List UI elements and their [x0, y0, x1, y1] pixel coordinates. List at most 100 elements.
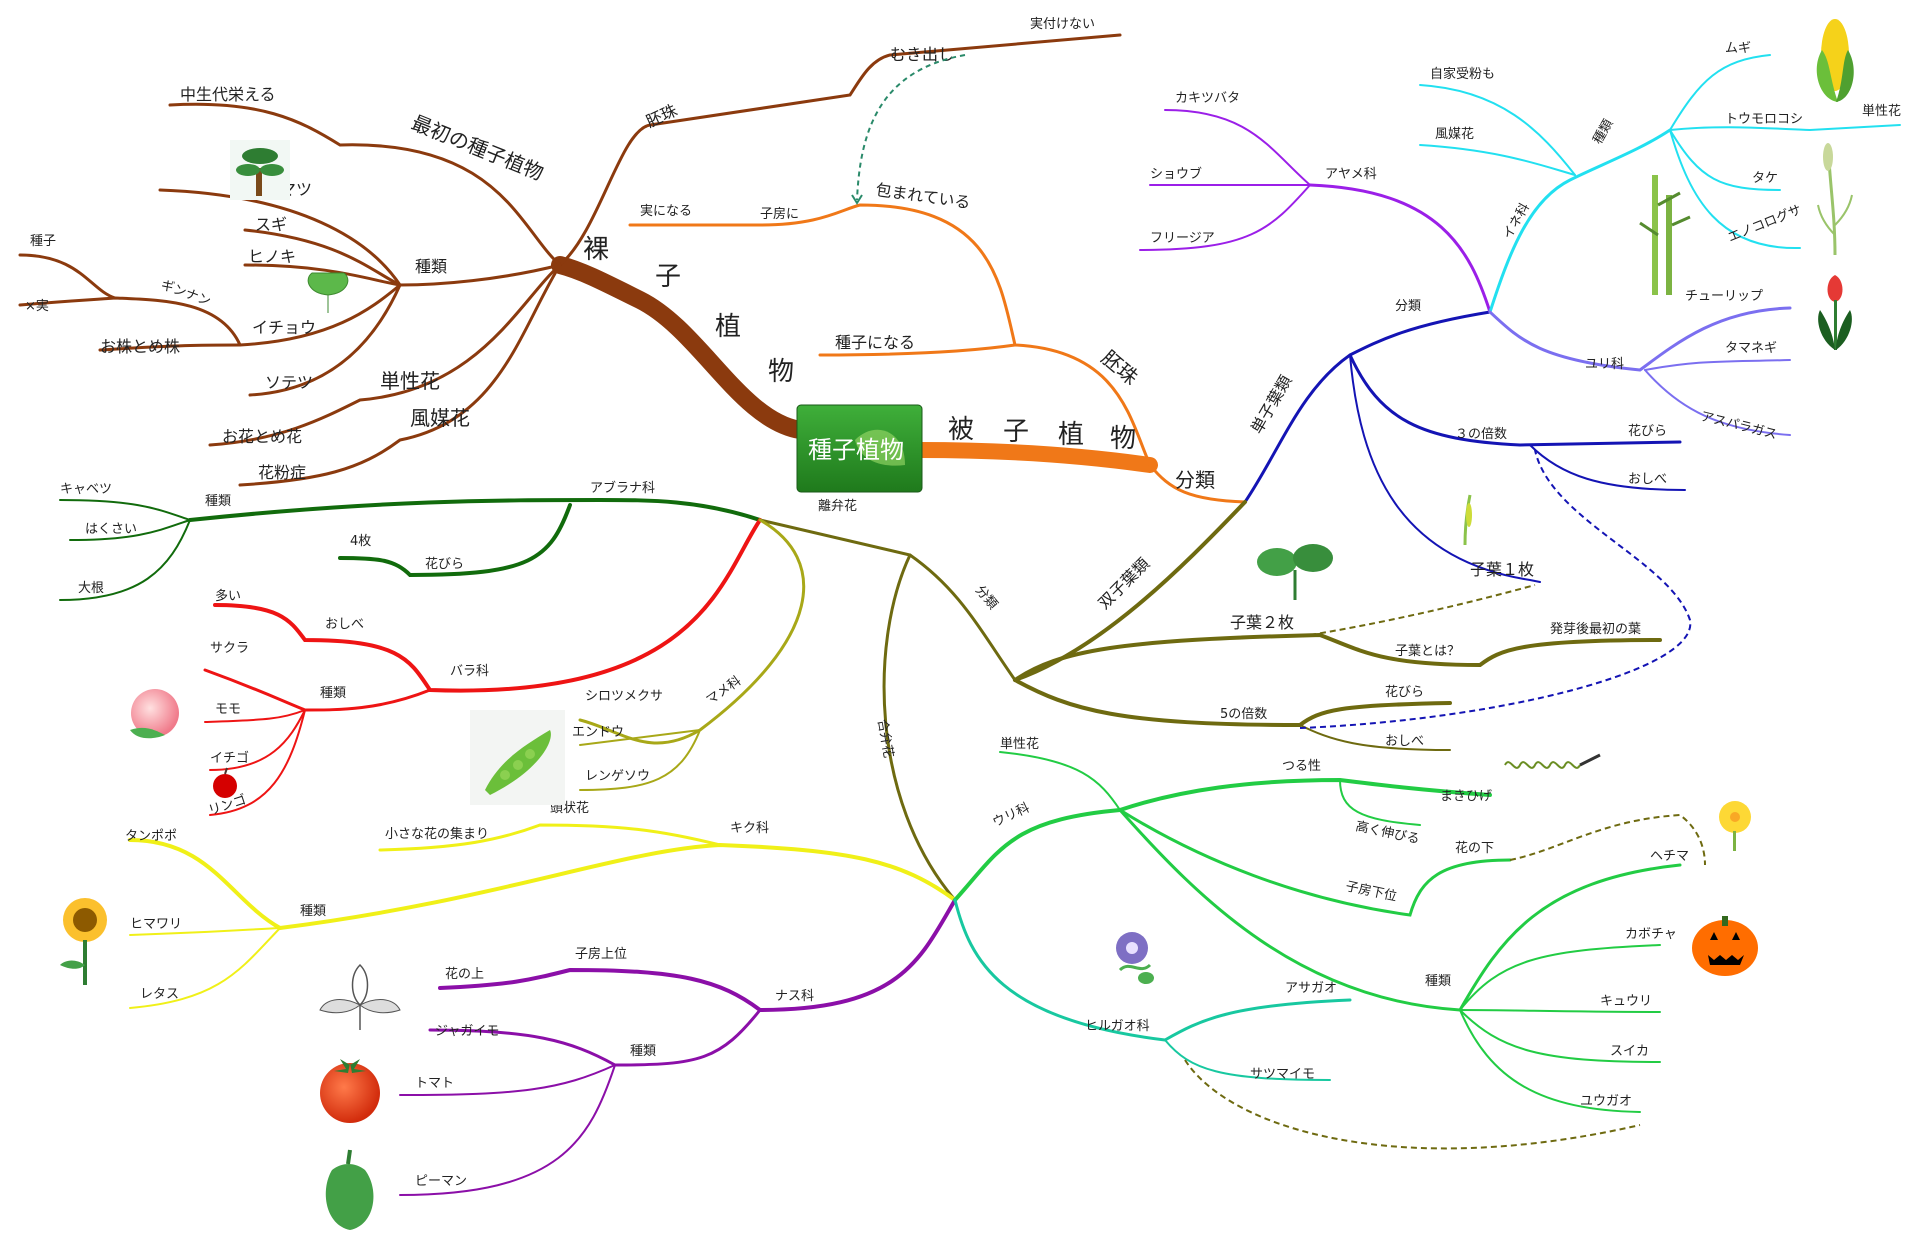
sympetalous-line	[882, 553, 957, 902]
dicot-label: 双子葉類	[1094, 554, 1153, 613]
iris-family-label: アヤメ科	[1325, 167, 1377, 182]
shoubu-label: ショウブ	[1150, 166, 1202, 182]
fabaceae-label: マメ科	[704, 674, 745, 709]
daikon-line	[59, 519, 191, 601]
pumpkin-line	[1459, 944, 1661, 1011]
convolvulaceae-line	[953, 898, 1352, 1042]
seed-label: 種子	[30, 233, 56, 249]
gymno-seed-line	[18, 253, 117, 300]
gymno-trunk	[551, 256, 809, 439]
lily-family-label: ユリ科	[1585, 357, 1624, 372]
cycad-label: ソテツ	[265, 373, 313, 392]
cypress-label: ヒノキ	[248, 247, 296, 266]
lily-family-branch: ユリ科 チューリップ タマネギ アスパラガス	[1488, 289, 1792, 443]
stamens3-label: おしべ	[1628, 472, 1667, 487]
angio-class-line	[1148, 463, 1247, 504]
first-leaf-label: 発芽後最初の葉	[1550, 622, 1641, 637]
lettuce-label: レタス	[140, 987, 179, 1002]
gymno-ginkgo-line	[18, 283, 402, 347]
gymno-sexes-line	[98, 343, 242, 352]
tulip-label: チューリップ	[1685, 289, 1763, 304]
cucumber-line	[1459, 1009, 1661, 1013]
onion-label: タマネギ	[1725, 341, 1777, 356]
multiple-three-line	[1348, 353, 1682, 447]
one-cotyledon-label: 子葉１枚	[1470, 560, 1534, 579]
angio-class-label: 分類	[1175, 468, 1215, 492]
center-node[interactable]: 種子植物	[796, 404, 923, 493]
brassica-petal-line	[338, 503, 572, 578]
two-cotyledon-line	[1013, 632, 1662, 682]
bamboo-line	[1669, 129, 1781, 191]
cabbage-line	[59, 499, 191, 521]
convolvulaceae-label: ヒルガオ科	[1085, 1019, 1150, 1034]
brassica-line	[188, 498, 762, 522]
potato-label: ジャガイモ	[435, 1024, 499, 1039]
polypetalous-branches: アブラナ科 種類 キャベツ はくさい 大根 花びら 4枚 バラ科 おしべ 多い …	[59, 480, 806, 819]
rosaceae-line	[213, 518, 762, 693]
foxtail-label: エノコログサ	[1726, 203, 1804, 246]
inferior-ovary-line	[1118, 808, 1512, 917]
corn-line	[1669, 124, 1901, 132]
petals3-label: 花びら	[1628, 423, 1667, 439]
tomato-label: トマト	[415, 1076, 454, 1091]
capitulum-line	[378, 823, 722, 852]
flower-diagram-icon	[319, 963, 401, 1030]
aster-types-label: 種類	[300, 903, 326, 919]
monocot-line	[1243, 310, 1492, 504]
stamens3-line	[1529, 444, 1686, 491]
dicot-line	[1013, 500, 1247, 682]
climbs-label: 高く伸びる	[1354, 818, 1421, 847]
freesia-label: フリージア	[1150, 231, 1215, 246]
grass-types-label: 種類	[1590, 116, 1617, 147]
gymno-first-line	[168, 102, 562, 267]
dandelion-label: タンポポ	[125, 829, 177, 844]
monocot-sprout-icon	[1463, 494, 1472, 546]
petals5-label: 花びら	[1385, 684, 1424, 700]
brassica-label: アブラナ科	[590, 480, 655, 496]
sympetalous-branches: 合弁花 キク科 頭状花 小さな花の集まり 種類 タンポポ ヒマワリ レタス ナス…	[125, 553, 1689, 1196]
foxtail-line	[1669, 129, 1801, 250]
morning-glory-label: アサガオ	[1285, 981, 1337, 996]
multiple-five-label: 5の倍数	[1220, 707, 1267, 722]
in-ovary-label: 子房に	[760, 206, 799, 222]
sweet-potato-line	[1164, 1039, 1331, 1081]
gymno-wind-line	[238, 263, 562, 487]
pea-line	[579, 729, 701, 746]
relation-below-loofah	[1509, 813, 1706, 866]
angio-title-2: 子	[1003, 417, 1029, 447]
brassica-petals-label: 花びら	[425, 556, 464, 572]
peach-line	[204, 709, 306, 723]
angio-trunk	[912, 442, 1158, 473]
relation-five-three	[1299, 449, 1692, 729]
sexes-label: お株とめ株	[100, 337, 180, 356]
what-cotyledon-label: 子葉とは？	[1395, 644, 1460, 659]
gymno-title-2: 子	[655, 262, 681, 292]
gymno-title-1: 裸	[583, 235, 609, 265]
wheat-line	[1669, 54, 1771, 131]
stamens5-label: おしべ	[1385, 734, 1424, 749]
sympetalous-label: 合弁花	[874, 718, 897, 759]
pumpkin-label: カボチャ	[1625, 927, 1677, 942]
apple-icon	[213, 767, 237, 798]
corn-unisexual-label: 単性花	[1862, 103, 1901, 119]
sweet-potato-label: サツマイモ	[1250, 1067, 1315, 1082]
grass-wind-line	[1419, 144, 1576, 176]
relation-arrow-head	[851, 194, 863, 205]
gymno-pine-line	[158, 188, 562, 287]
corn-icon	[1816, 19, 1854, 102]
sunflower-icon	[60, 898, 107, 985]
loofah-flower-icon	[1719, 801, 1751, 851]
cherry-label: サクラ	[210, 641, 249, 656]
daikon-label: 大根	[78, 581, 104, 596]
not-fruit-label: ×実	[25, 298, 49, 314]
pumpkin-icon	[1692, 916, 1758, 976]
sol-types-label: 種類	[630, 1043, 656, 1059]
cucumber-label: キュウリ	[1600, 994, 1652, 1009]
grass-wind-label: 風媒花	[1435, 126, 1474, 142]
rose-stamens-label: おしべ	[325, 617, 364, 632]
cedar-label: スギ	[255, 215, 287, 234]
iris-label: カキツバタ	[1175, 91, 1240, 106]
gymno-cycad-line	[248, 283, 402, 397]
one-cotyledon-line	[1349, 354, 1541, 583]
